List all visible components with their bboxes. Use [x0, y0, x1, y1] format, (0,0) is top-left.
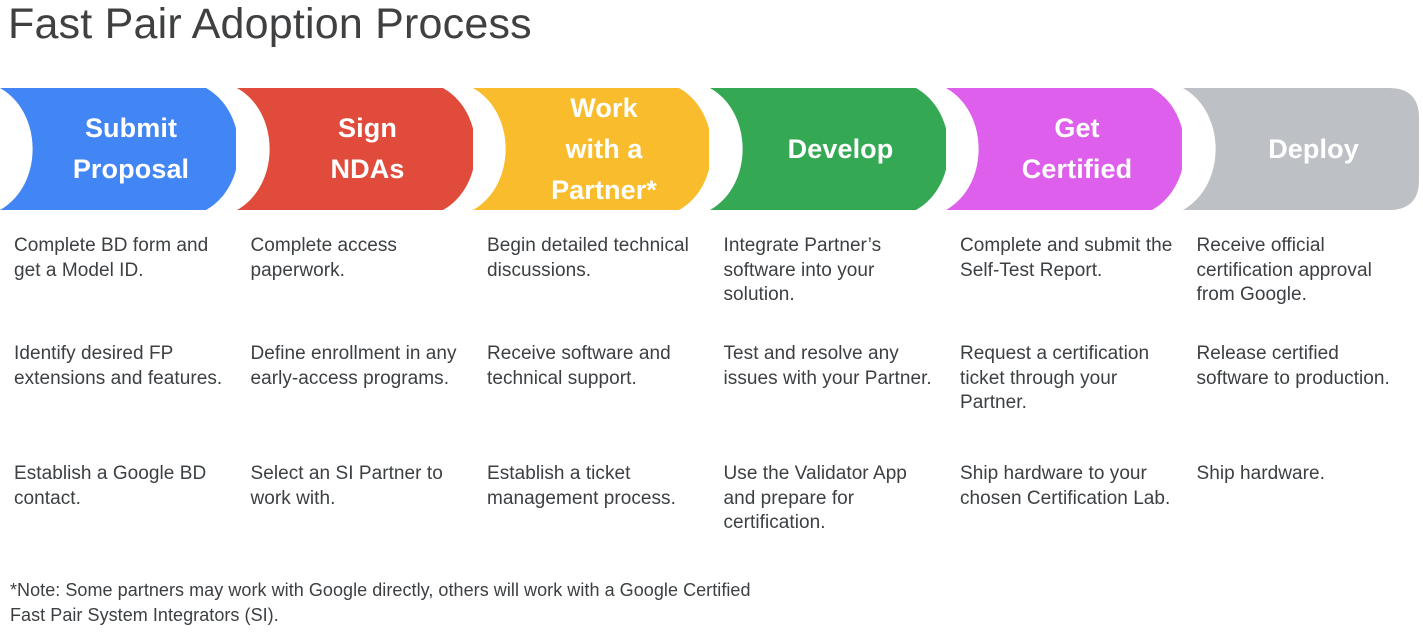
stage-label-line: with a [565, 133, 643, 164]
stage-detail-item: Request a certification ticket through y… [960, 343, 1150, 413]
stage-detail-item: Complete BD form and get a Model ID. [14, 235, 209, 281]
stage-detail-item: Establish a Google BD contact. [14, 463, 207, 509]
stage-label-line: NDAs [330, 154, 405, 184]
stage-detail-item: Complete and submit the Self-Test Report… [960, 235, 1173, 281]
stage-label-deploy: Deploy [1183, 129, 1419, 170]
stage-label-line: Proposal [72, 154, 190, 184]
stage-detail-item: Receive official certification approval … [1196, 235, 1372, 305]
page-title: Fast Pair Adoption Process [8, 0, 532, 48]
chevron-shape-submit-proposal [0, 88, 236, 210]
stage-detail-item: Identify desired FP extensions and featu… [14, 343, 223, 389]
stage-detail-item: Select an SI Partner to work with. [250, 463, 443, 509]
stage-detail-item: Begin detailed technical discussions. [487, 235, 689, 281]
stage-label-line: Get [1054, 113, 1100, 143]
stage-chevron-deploy[interactable]: Deploy [1182, 88, 1419, 210]
stage-label-line: Sign [338, 113, 397, 143]
stage-label-line: Certified [1021, 154, 1133, 184]
stage-detail-item: Establish a ticket management process. [487, 463, 676, 509]
stage-detail-item: Complete access paperwork. [250, 235, 397, 281]
stage-label-develop: Develop [710, 129, 946, 170]
stage-label-line: Submit [84, 113, 178, 143]
stage-detail-item: Define enrollment in any early-access pr… [250, 343, 457, 389]
stage-label-work-with-a-partner: Work with a Partner* [473, 88, 709, 211]
stage-chevron-work-with-a-partner[interactable]: Work with a Partner* [473, 88, 709, 210]
stage-label-line: Work [570, 92, 638, 123]
chevron-shape-get-certified [946, 88, 1182, 210]
footnote-note: *Note: Some partners may work with Googl… [10, 580, 751, 625]
chevron-shape-develop [709, 88, 946, 210]
stage-chevron-develop[interactable]: Develop [709, 88, 946, 210]
stage-detail-item: Ship hardware to your chosen Certificati… [960, 463, 1171, 509]
chevron-shape-deploy [1182, 88, 1419, 210]
chevron-shape-sign-ndas [236, 88, 473, 210]
stage-detail-item: Ship hardware. [1196, 463, 1325, 484]
chevron-shape-work-with-a-partner [473, 88, 709, 210]
stage-detail-item: Use the Validator App and prepare for ce… [723, 463, 907, 533]
stage-detail-item: Receive software and technical support. [487, 343, 671, 389]
stage-detail-item: Test and resolve any issues with your Pa… [723, 343, 932, 389]
stage-detail-item: Release certified software to production… [1196, 343, 1390, 389]
stage-label-line: Deploy [1268, 133, 1359, 164]
stage-detail-item: Integrate Partner’s software into your s… [723, 235, 882, 305]
stage-details-columns: Complete BD form and get a Model ID. Iden… [0, 234, 1423, 564]
stage-label-line: Develop [787, 133, 894, 164]
stage-label-line: Partner* [551, 174, 657, 205]
